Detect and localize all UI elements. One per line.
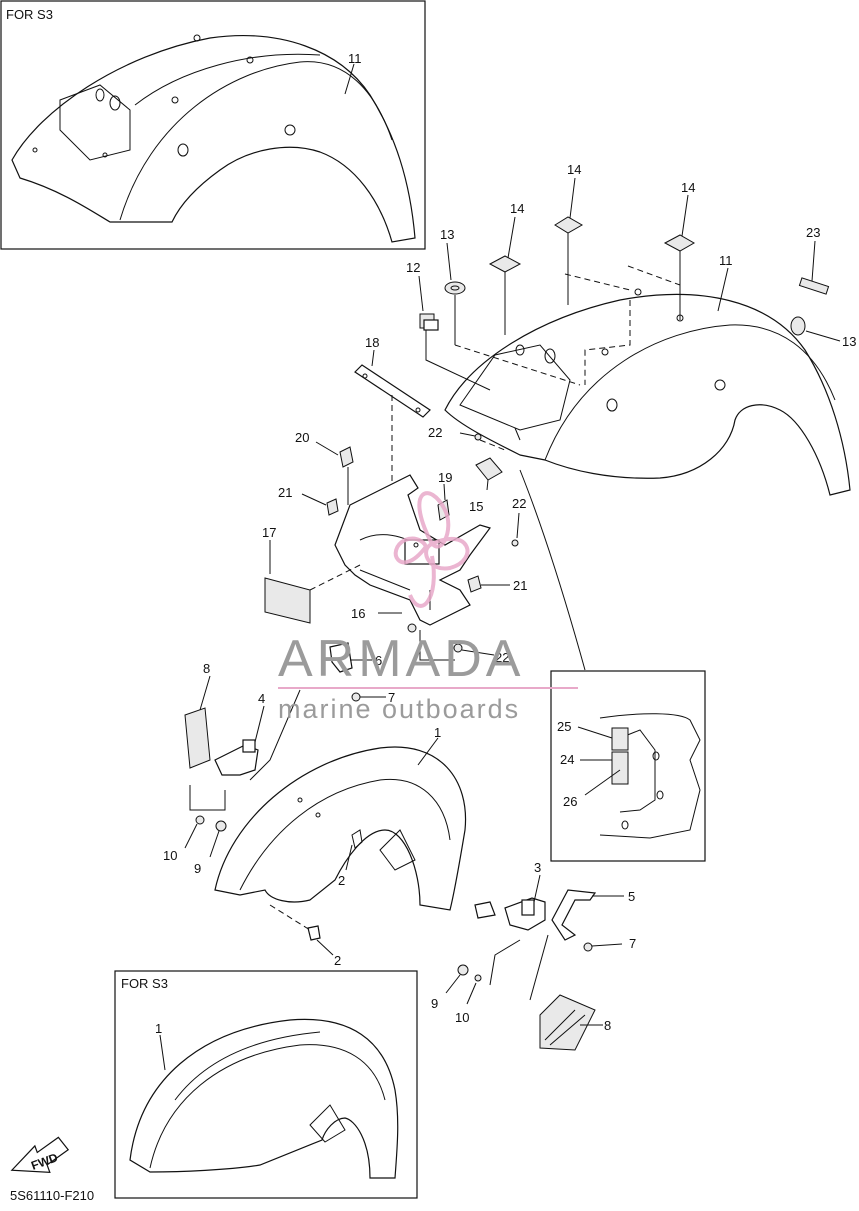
watermark-logo [393, 491, 470, 608]
callout-13-right: 13 [842, 334, 856, 349]
callout-9-rear: 9 [194, 861, 201, 876]
callout-3: 3 [534, 860, 541, 875]
clip-21-right: 21 [467, 575, 527, 593]
callout-4: 4 [258, 691, 265, 706]
callout-7-front: 7 [629, 936, 636, 951]
inset-front-label: FOR S3 [121, 976, 168, 991]
diagram-code: 5S61110-F210 [10, 1188, 94, 1203]
fwd-arrow: FWD [10, 1136, 70, 1174]
rear-fender: 11 [444, 253, 851, 671]
callout-11: 11 [719, 253, 733, 268]
bolt-22-upper: 22 [428, 425, 521, 451]
callout-20: 20 [295, 430, 309, 445]
watermark: ARMADA marine outboards [278, 491, 578, 724]
callout-23: 23 [806, 225, 820, 240]
pad-25 [611, 727, 629, 751]
callout-10-rear: 10 [163, 848, 177, 863]
reflector-group-rear: 6 7 4 8 10 9 [163, 642, 395, 876]
callout-26: 26 [563, 794, 577, 809]
callout-13-left: 13 [440, 227, 454, 242]
pad-24 [611, 751, 629, 785]
pad-14-a [488, 255, 522, 273]
callout-12: 12 [406, 260, 420, 275]
callout-16: 16 [351, 606, 365, 621]
callout-17: 17 [262, 525, 276, 540]
connector-12: 12 [406, 260, 491, 391]
callout-22-upper: 22 [428, 425, 442, 440]
clip-20: 20 [295, 430, 354, 505]
callout-15: 15 [469, 499, 483, 514]
watermark-brand: ARMADA [278, 630, 524, 688]
callout-24: 24 [560, 752, 574, 767]
callout-6: 6 [375, 653, 382, 668]
plate-18: 18 [354, 335, 431, 545]
callout-25: 25 [557, 719, 571, 734]
callout-14-b: 14 [567, 162, 581, 177]
inset-detail: 25 24 26 [550, 670, 706, 862]
callout-2-lower: 2 [334, 953, 341, 968]
bolt-22-mid: 22 [511, 496, 526, 547]
callout-7-rear: 7 [388, 690, 395, 705]
callout-11-inset: 11 [348, 51, 362, 66]
rear-fender-inset-drawing [11, 34, 416, 243]
grommet-13-left [444, 281, 466, 295]
pad-14-c [663, 234, 696, 252]
callout-22-low: 22 [495, 650, 509, 665]
plate-17: 17 [262, 525, 361, 624]
callout-18: 18 [365, 335, 379, 350]
inset-rear-fender: FOR S3 11 [0, 0, 426, 250]
callout-19: 19 [438, 470, 452, 485]
grommets-and-pads: 13 13 14 14 14 23 [440, 162, 856, 386]
grommet-13-right [790, 316, 806, 336]
reflector-8-rear [184, 707, 211, 769]
callout-1: 1 [434, 725, 441, 740]
callout-8-rear: 8 [203, 661, 210, 676]
pad-15: 15 [469, 457, 503, 514]
callout-14-c: 14 [681, 180, 695, 195]
front-fender: 1 2 2 [214, 725, 467, 968]
callout-5: 5 [628, 889, 635, 904]
callout-9-front: 9 [431, 996, 438, 1011]
pad-23 [798, 277, 830, 295]
callout-21-left: 21 [278, 485, 292, 500]
clip-21-left: 21 [278, 485, 339, 516]
watermark-tagline: marine outboards [278, 694, 520, 724]
callout-10-front: 10 [455, 1010, 469, 1025]
callout-1-inset: 1 [155, 1021, 162, 1036]
inset-front-fender: FOR S3 1 [114, 970, 418, 1199]
reflector-8-front [539, 994, 596, 1051]
callout-2-upper: 2 [338, 873, 345, 888]
bolt-22-low: 22 [453, 643, 509, 665]
reflector-group-front: 3 5 7 9 10 8 [431, 860, 636, 1051]
pad-14-b [554, 216, 584, 234]
callout-8-front: 8 [604, 1018, 611, 1033]
callout-21-right: 21 [513, 578, 527, 593]
inset-rear-label: FOR S3 [6, 7, 53, 22]
callout-14-a: 14 [510, 201, 524, 216]
callout-22-mid: 22 [512, 496, 526, 511]
